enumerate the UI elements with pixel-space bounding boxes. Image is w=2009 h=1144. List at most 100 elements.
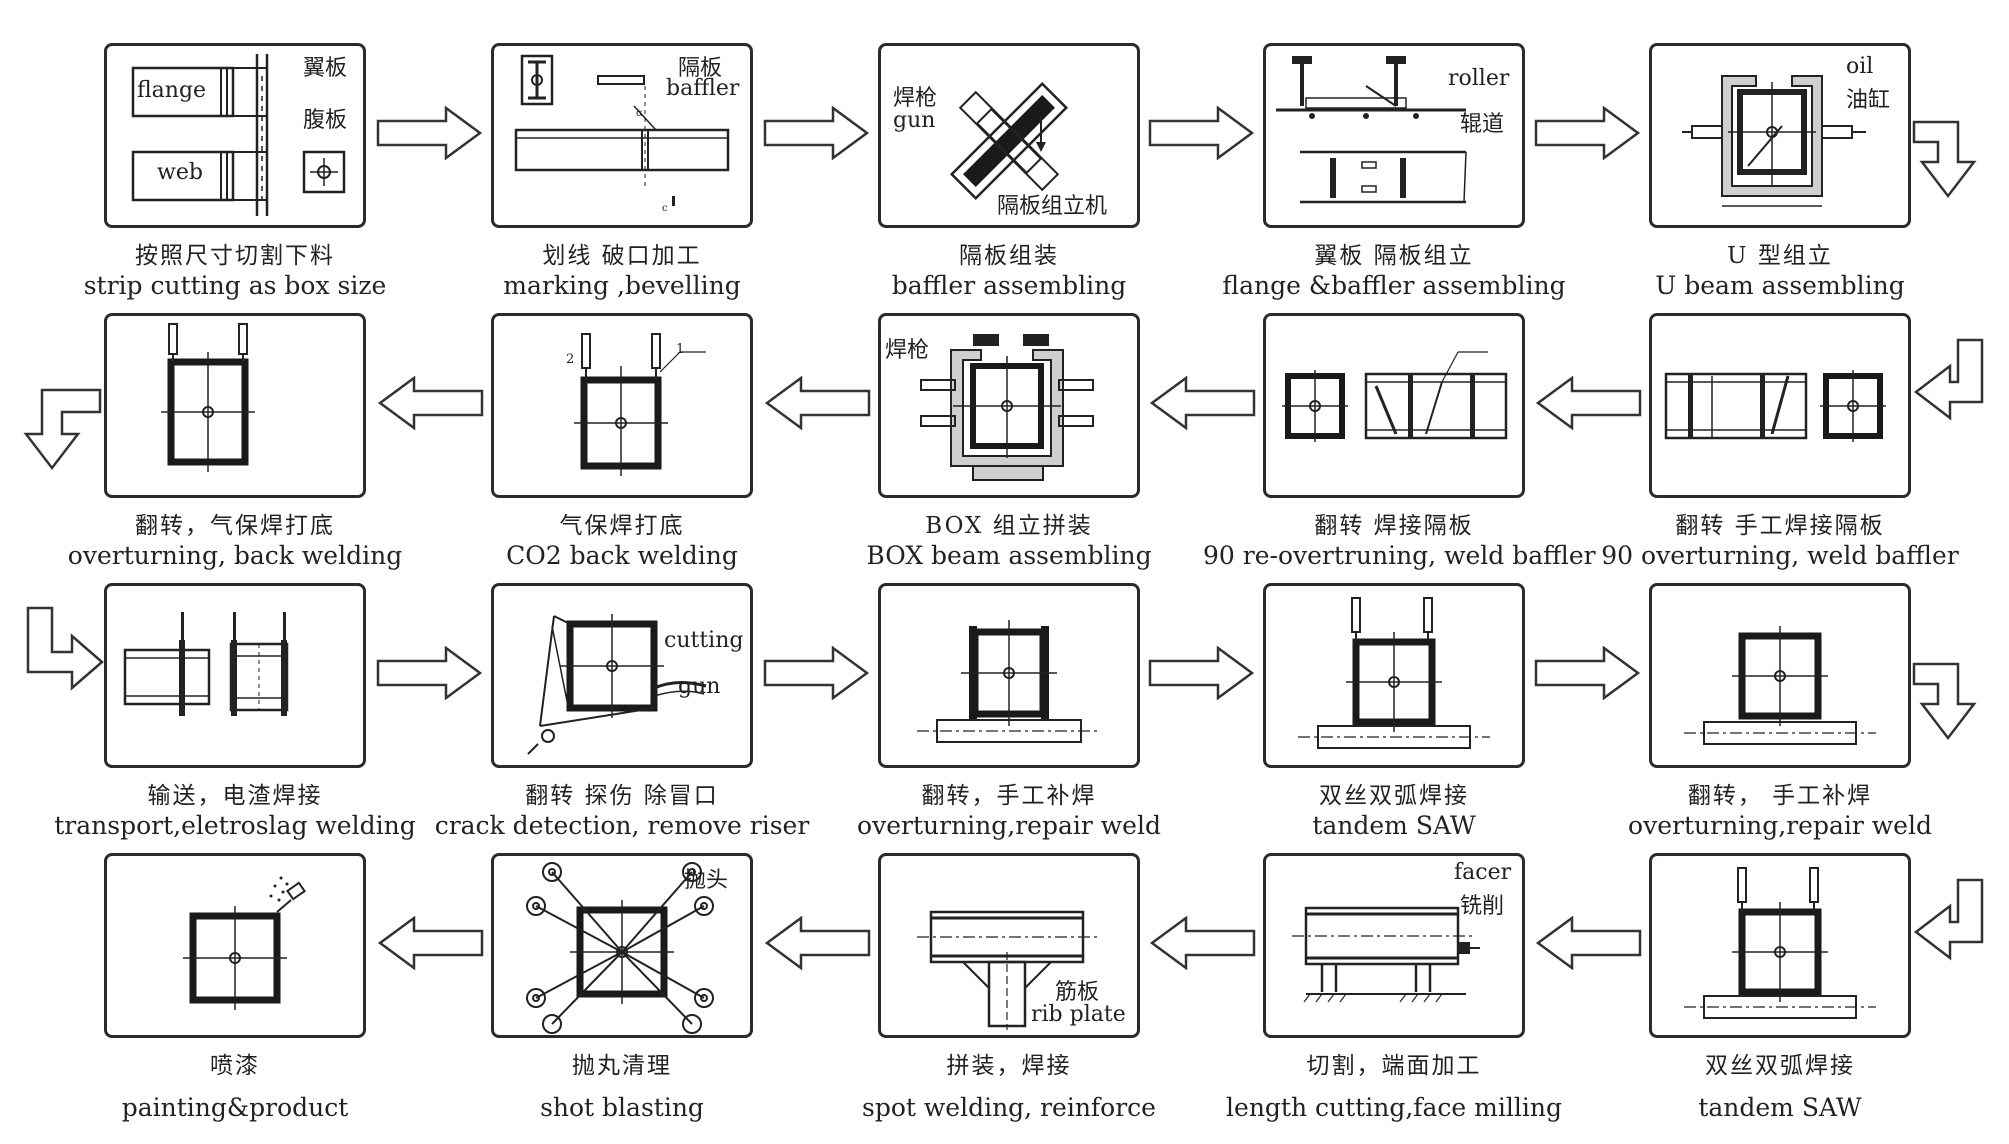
label-web-cn: 腹板	[303, 108, 348, 133]
arrow-right-icon	[1534, 106, 1642, 160]
step-cn-caption: 翻转 焊接隔板	[1314, 513, 1474, 539]
step-cn-caption: 喷漆	[210, 1053, 260, 1079]
step-cn-caption: 翻转 探伤 除冒口	[525, 783, 719, 809]
label-flange-cn: 翼板	[303, 56, 348, 81]
step-cn-caption: U 型组立	[1727, 243, 1833, 269]
tandem-saw-diagram	[1263, 583, 1525, 768]
repair-weld-2-diagram	[1649, 583, 1911, 768]
arrow-turn-down-icon	[1912, 662, 1984, 742]
overturning-weld-baffler-diagram	[1649, 313, 1911, 498]
arrow-right-icon	[376, 106, 484, 160]
label-rib-plate: rib plate	[1031, 1002, 1126, 1027]
step-cn-caption: 双丝双弧焊接	[1705, 1053, 1855, 1079]
step-cn-caption: 抛丸清理	[572, 1053, 672, 1079]
step-cn-caption: 拼装，焊接	[946, 1053, 1072, 1079]
label-flange: flange	[137, 78, 207, 103]
arrow-right-icon	[763, 106, 871, 160]
label-roller-cn: 辊道	[1460, 112, 1505, 137]
arrow-left-icon	[1534, 916, 1642, 970]
arrow-left-icon	[763, 376, 871, 430]
arrow-left-icon	[376, 376, 484, 430]
step-cn-caption: 输送，电渣焊接	[147, 783, 323, 809]
step-cn-caption: 气保焊打底	[559, 513, 685, 539]
arrow-left-icon	[763, 916, 871, 970]
arrow-right-icon	[763, 646, 871, 700]
electroslag-diagram	[104, 583, 366, 768]
step-en-caption: spot welding, reinforce	[862, 1093, 1156, 1122]
step-en-caption: flange &baffler assembling	[1222, 271, 1566, 300]
label-baffler: baffler	[666, 76, 740, 101]
overturning-back-welding-diagram	[104, 313, 366, 498]
arrow-left-icon	[1534, 376, 1642, 430]
step-en-caption: 90 overturning, weld baffler	[1601, 541, 1959, 570]
baffler-assembling-diagram: 焊枪 gun 隔板组立机	[878, 43, 1140, 228]
step-en-caption: U beam assembling	[1655, 271, 1905, 300]
step-en-caption: BOX beam assembling	[866, 541, 1152, 570]
label-milling-cn: 铣削	[1460, 894, 1505, 919]
shot-blasting-diagram: 抛头	[491, 853, 753, 1038]
marking-bevelling-diagram: c α 隔板 baffler	[491, 43, 753, 228]
step-cn-caption: 翻转，气保焊打底	[135, 513, 335, 539]
step-en-caption: tandem SAW	[1312, 811, 1476, 840]
label-web: web	[157, 160, 203, 185]
crack-detection-diagram: cutting gun	[491, 583, 753, 768]
step-en-caption: 90 re-overtruning, weld baffler	[1203, 541, 1596, 570]
step-en-caption: length cutting,face milling	[1226, 1093, 1562, 1122]
label-gun-1: 1	[676, 342, 685, 357]
strip-cutting-diagram: 翼板 flange 腹板 web	[104, 43, 366, 228]
step-en-caption: shot blasting	[540, 1093, 704, 1122]
co2-back-welding-diagram: 2 1	[491, 313, 753, 498]
step-cn-caption: 翼板 隔板组立	[1314, 243, 1474, 269]
step-en-caption: transport,eletroslag welding	[54, 811, 416, 840]
arrow-right-icon	[1148, 646, 1256, 700]
step-en-caption: overturning,repair weld	[1628, 811, 1932, 840]
step-en-caption: marking ,bevelling	[503, 271, 741, 300]
label-gun-cn: 焊枪	[885, 338, 930, 363]
step-cn-caption: 翻转 手工焊接隔板	[1675, 513, 1885, 539]
arrow-left-icon	[1148, 376, 1256, 430]
arrow-turn-right-icon	[26, 606, 106, 696]
label-oil-cn: 油缸	[1846, 88, 1891, 113]
arrow-left-icon	[376, 916, 484, 970]
arrow-turn-down-icon	[18, 388, 102, 472]
arrow-right-icon	[1534, 646, 1642, 700]
label-rib-plate-cn: 筋板	[1055, 980, 1100, 1005]
length-cutting-diagram: facer 铣削	[1263, 853, 1525, 1038]
step-en-caption: overturning, back welding	[67, 541, 403, 570]
step-cn-caption: BOX 组立拼装	[925, 513, 1093, 539]
step-en-caption: crack detection, remove riser	[434, 811, 810, 840]
step-cn-caption: 划线 破口加工	[542, 243, 702, 269]
label-facer: facer	[1454, 860, 1512, 885]
u-beam-diagram: oil 油缸	[1649, 43, 1911, 228]
svg-text:α: α	[636, 108, 643, 119]
step-cn-caption: 隔板组装	[959, 243, 1059, 269]
label-gun: gun	[893, 108, 936, 133]
flange-baffler-diagram: roller 辊道	[1263, 43, 1525, 228]
arrow-right-icon	[376, 646, 484, 700]
label-cutting: cutting	[664, 628, 744, 653]
spot-welding-diagram: 筋板 rib plate	[878, 853, 1140, 1038]
label-baffler-machine: 隔板组立机	[997, 194, 1108, 219]
arrow-turn-left-icon	[1912, 338, 1986, 428]
step-en-caption: CO2 back welding	[506, 541, 738, 570]
step-en-caption: strip cutting as box size	[83, 271, 387, 300]
step-cn-caption: 切割，端面加工	[1306, 1053, 1482, 1079]
svg-text:c: c	[662, 203, 668, 214]
step-cn-caption: 双丝双弧焊接	[1319, 783, 1469, 809]
step-en-caption: tandem SAW	[1698, 1093, 1862, 1122]
step-en-caption: overturning,repair weld	[857, 811, 1161, 840]
step-cn-caption: 按照尺寸切割下料	[135, 243, 335, 269]
label-roller: roller	[1448, 66, 1510, 91]
label-oil: oil	[1846, 54, 1874, 79]
step-en-caption: baffler assembling	[891, 271, 1127, 300]
box-beam-diagram: 焊枪	[878, 313, 1140, 498]
arrow-turn-left-icon	[1912, 878, 1986, 968]
arrow-turn-down-icon	[1912, 120, 1984, 200]
label-gun-cn: 焊枪	[893, 86, 938, 111]
label-cutting-gun: gun	[678, 674, 721, 699]
repair-weld-diagram	[878, 583, 1140, 768]
step-cn-caption: 翻转，手工补焊	[921, 783, 1097, 809]
arrow-left-icon	[1148, 916, 1256, 970]
step-cn-caption: 翻转， 手工补焊	[1687, 783, 1873, 809]
label-gun-2: 2	[566, 352, 575, 367]
